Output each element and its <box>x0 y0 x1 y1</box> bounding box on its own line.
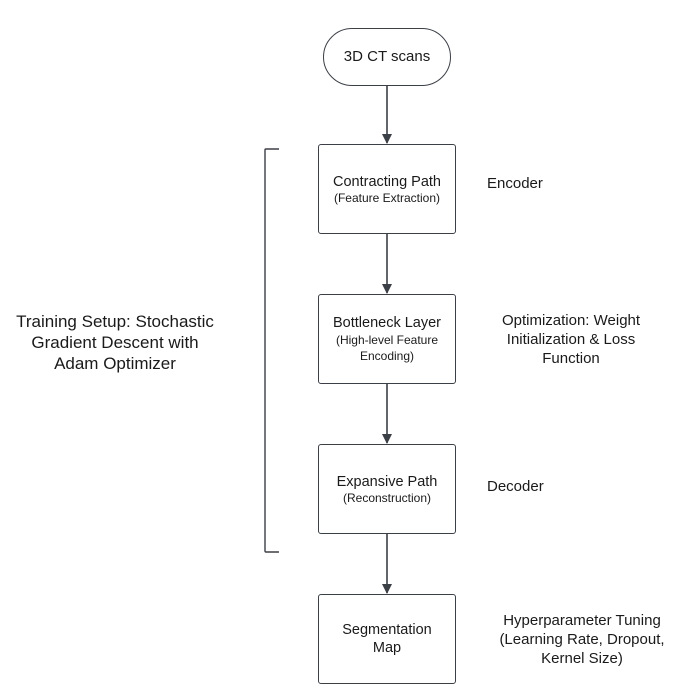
annotation-optimization: Optimization: Weight Initialization & Lo… <box>487 311 655 368</box>
bottleneck-layer-subtitle-line1: (High-level Feature <box>335 333 439 347</box>
process-node-expansive-path: Expansive Path (Reconstruction) <box>318 444 456 534</box>
annotation-decoder: Decoder <box>487 478 544 495</box>
expansive-path-title: Expansive Path <box>336 473 438 490</box>
annotation-training-line3: Adam Optimizer <box>54 354 176 373</box>
process-node-bottleneck-layer: Bottleneck Layer (High-level Feature Enc… <box>318 294 456 384</box>
start-node-ct-scans: 3D CT scans <box>323 28 451 86</box>
annotation-optimization-line2: Initialization & Loss <box>506 331 636 348</box>
annotation-tuning-line3: Kernel Size) <box>541 650 623 667</box>
annotation-tuning-line1: Hyperparameter Tuning <box>503 612 661 629</box>
segmentation-map-title-line2: Map <box>372 640 402 656</box>
annotation-training-line1: Training Setup: Stochastic <box>16 312 214 331</box>
process-node-contracting-path: Contracting Path (Feature Extraction) <box>318 144 456 234</box>
start-node-label: 3D CT scans <box>343 48 431 65</box>
annotation-optimization-line1: Optimization: Weight <box>501 312 641 329</box>
bottleneck-layer-subtitle-line2: Encoding) <box>359 349 415 363</box>
training-bracket <box>264 148 279 553</box>
output-node-segmentation-map: Segmentation Map <box>318 594 456 684</box>
annotation-hyperparameter-tuning: Hyperparameter Tuning (Learning Rate, Dr… <box>487 611 677 668</box>
annotation-tuning-line2: (Learning Rate, Dropout, <box>499 631 665 648</box>
annotation-training-line2: Gradient Descent with <box>31 333 199 352</box>
expansive-path-subtitle: (Reconstruction) <box>342 490 432 505</box>
annotation-optimization-line3: Function <box>542 350 600 367</box>
annotation-encoder: Encoder <box>487 175 543 192</box>
annotation-training-setup: Training Setup: Stochastic Gradient Desc… <box>0 311 230 374</box>
contracting-path-title: Contracting Path <box>332 173 441 190</box>
contracting-path-subtitle: (Feature Extraction) <box>333 190 441 205</box>
segmentation-map-title-line1: Segmentation <box>342 622 432 638</box>
bottleneck-layer-title: Bottleneck Layer <box>332 315 441 331</box>
